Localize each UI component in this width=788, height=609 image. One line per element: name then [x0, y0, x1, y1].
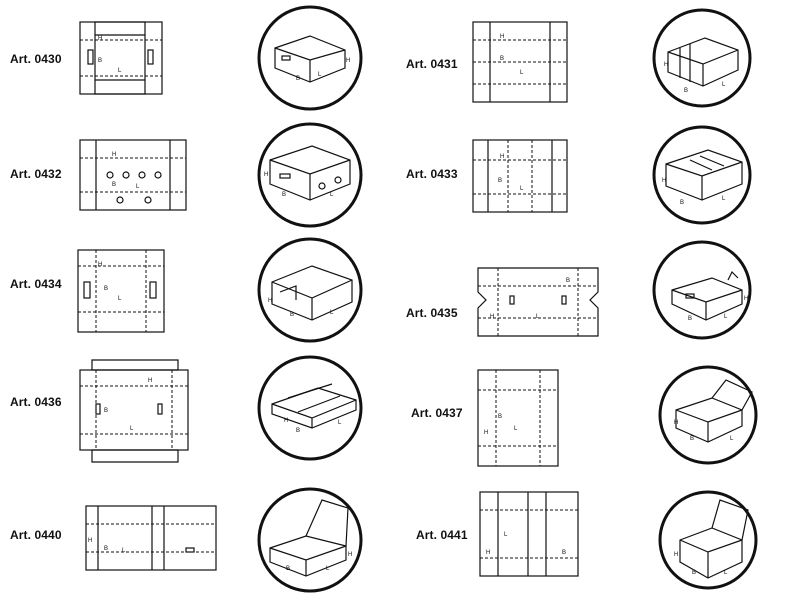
dim-l-0430: L: [118, 68, 122, 74]
dim-h-0441-3d: H: [674, 552, 678, 558]
article-label-0432: Art. 0432: [10, 167, 62, 181]
box-illustration-0434: H B L: [257, 237, 363, 343]
dim-b-0434: B: [104, 286, 108, 292]
flat-blank-0436: H B L: [79, 359, 189, 463]
dim-b-0430-3d: B: [296, 76, 300, 82]
dim-l-0432-3d: L: [330, 192, 334, 198]
dim-h-0430-3d: H: [346, 58, 350, 64]
dim-l-0436: L: [130, 426, 134, 432]
dim-l-0432: L: [136, 184, 140, 190]
dim-h-0440: H: [88, 538, 92, 544]
flat-blank-0440: H B L: [85, 505, 217, 571]
article-label-0437: Art. 0437: [411, 406, 463, 420]
article-label-0440: Art. 0440: [10, 528, 62, 542]
dim-h-0430: H: [98, 36, 102, 42]
dim-l-0436-3d: L: [338, 420, 342, 426]
dim-l-0441-3d: L: [724, 570, 728, 576]
flat-blank-0434: H B L: [77, 249, 165, 333]
dim-l-0434: L: [118, 296, 122, 302]
box-illustration-0436: H B L: [257, 355, 363, 461]
dim-h-0435: H: [490, 314, 494, 320]
dim-h-0441: H: [486, 550, 490, 556]
dim-h-0440-3d: H: [348, 552, 352, 558]
dim-b-0437: B: [498, 414, 502, 420]
dim-b-0441-3d: B: [692, 570, 696, 576]
dim-l-0440-3d: L: [326, 566, 330, 572]
flat-blank-0441: H L B: [479, 491, 579, 577]
dim-h-0435-3d: H: [744, 296, 748, 302]
dim-h-0431: H: [500, 34, 504, 40]
dim-b-0437-3d: B: [690, 436, 694, 442]
dim-l-0437-3d: L: [730, 436, 734, 442]
dim-l-0431-3d: L: [722, 82, 726, 88]
dim-b-0435: B: [566, 278, 570, 284]
dim-b-0440-3d: B: [286, 566, 290, 572]
dim-h-0433: H: [500, 154, 504, 160]
flat-blank-0432: H B L: [79, 139, 187, 211]
dim-h-0434-3d: H: [268, 298, 272, 304]
dim-b-0432: B: [112, 182, 116, 188]
flat-blank-0433: H B L: [472, 139, 568, 213]
dim-b-0431-3d: B: [684, 88, 688, 94]
dim-b-0435-3d: B: [688, 316, 692, 322]
article-label-0430: Art. 0430: [10, 52, 62, 66]
article-label-0431: Art. 0431: [406, 57, 458, 71]
dim-b-0434-3d: B: [290, 312, 294, 318]
dim-h-0434: H: [98, 262, 102, 268]
box-illustration-0440: B L H: [257, 487, 363, 593]
box-illustration-0432: B L H: [257, 122, 363, 228]
dim-l-0434-3d: L: [330, 310, 334, 316]
dim-l-0435-3d: L: [724, 314, 728, 320]
dim-b-0440: B: [104, 546, 108, 552]
article-label-0435: Art. 0435: [406, 306, 458, 320]
dim-h-0437: H: [484, 430, 488, 436]
dim-h-0436: H: [148, 378, 152, 384]
dim-h-0437-3d: H: [674, 420, 678, 426]
dim-b-0433: B: [498, 178, 502, 184]
box-illustration-0433: H B L: [652, 125, 752, 225]
flat-blank-0430: L B H: [79, 21, 163, 95]
dim-b-0433-3d: B: [680, 200, 684, 206]
box-illustration-0435: B L H: [652, 240, 752, 340]
dim-b-0436: B: [104, 408, 108, 414]
article-label-0433: Art. 0433: [406, 167, 458, 181]
box-illustration-0441: H B L: [658, 490, 758, 590]
dim-b-0430: B: [98, 58, 102, 64]
dim-l-0435: L: [536, 314, 540, 320]
dim-b-0441: B: [562, 550, 566, 556]
dim-l-0431: L: [520, 70, 524, 76]
flat-blank-0431: B L H: [472, 21, 568, 103]
dim-b-0431: B: [500, 56, 504, 62]
article-label-0434: Art. 0434: [10, 277, 62, 291]
article-label-0441: Art. 0441: [416, 528, 468, 542]
dim-b-0436-3d: B: [296, 428, 300, 434]
dim-h-0433-3d: H: [662, 178, 666, 184]
box-illustration-0437: H B L: [658, 365, 758, 465]
dim-l-0440: L: [122, 548, 126, 554]
dim-l-0441: L: [504, 532, 508, 538]
box-illustration-0431: H B L: [652, 8, 752, 108]
dim-h-0431-3d: H: [664, 62, 668, 68]
dim-l-0433: L: [520, 186, 524, 192]
dim-h-0432: H: [112, 152, 116, 158]
dim-l-0430-3d: L: [318, 72, 322, 78]
flat-blank-0435: L H B: [477, 267, 599, 337]
dim-l-0433-3d: L: [722, 196, 726, 202]
dim-h-0436-3d: H: [284, 418, 288, 424]
dim-l-0437: L: [514, 426, 518, 432]
article-label-0436: Art. 0436: [10, 395, 62, 409]
dim-h-0432-3d: H: [264, 172, 268, 178]
dim-b-0432-3d: B: [282, 192, 286, 198]
box-illustration-0430: B L H: [257, 5, 363, 111]
flat-blank-0437: H B L: [477, 369, 559, 467]
